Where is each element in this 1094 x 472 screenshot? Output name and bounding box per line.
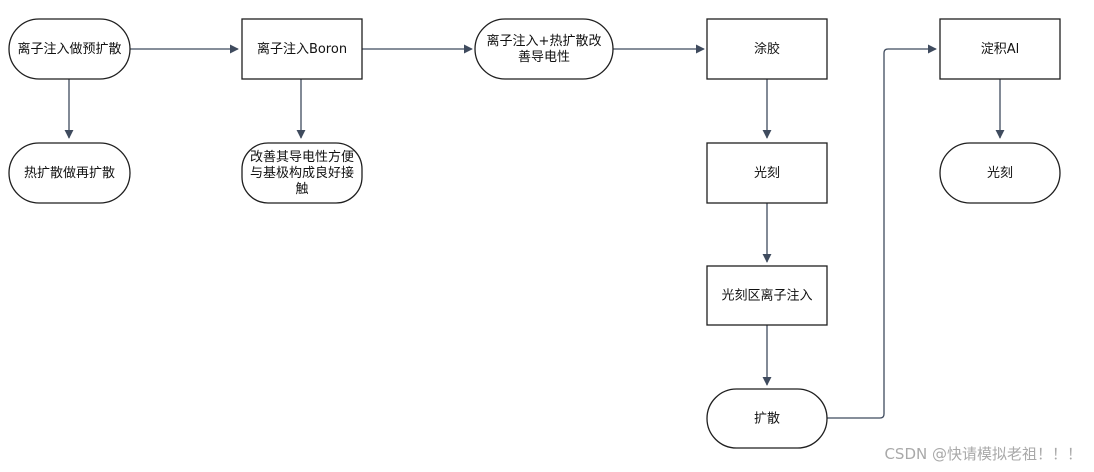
node-label: 淀积Al	[981, 42, 1020, 57]
node-label: 离子注入+热扩散改善导电性	[487, 33, 602, 65]
node-label-line: 涂胶	[754, 41, 780, 57]
node-label-line: 离子注入+热扩散改	[487, 33, 602, 49]
node-label: 扩散	[754, 411, 780, 426]
node-label-line: 改善其导电性方便	[250, 149, 354, 165]
node-ion-implant-boron: 离子注入Boron	[241, 18, 363, 80]
node-shape	[706, 265, 828, 326]
node-deposit-al: 淀积Al	[939, 18, 1061, 80]
node-shape	[706, 388, 828, 449]
node-shape	[8, 18, 131, 80]
node-label: 离子注入做预扩散	[17, 41, 121, 57]
node-diffusion: 扩散	[706, 388, 828, 449]
node-improve-conductivity-contact: 改善其导电性方便与基极构成良好接触	[241, 142, 363, 204]
node-shape	[706, 18, 828, 80]
node-lithography: 光刻	[706, 142, 828, 204]
node-label: 热扩散做再扩散	[24, 166, 115, 181]
node-label-line: 扩散	[754, 411, 780, 426]
node-label: 离子注入Boron	[257, 41, 347, 57]
node-label-line: 热扩散做再扩散	[24, 166, 115, 181]
node-shape	[939, 142, 1061, 204]
node-label-line: 光刻	[987, 166, 1013, 181]
node-label: 光刻区离子注入	[721, 287, 812, 303]
node-implant-plus-diffusion: 离子注入+热扩散改善导电性	[474, 18, 614, 80]
node-label-line: 淀积Al	[981, 42, 1020, 57]
watermark-text: CSDN @快请模拟老祖！！！	[884, 445, 1082, 463]
node-thermal-rediffusion: 热扩散做再扩散	[8, 142, 131, 204]
node-label: 光刻	[987, 166, 1013, 181]
node-label-line: 离子注入Boron	[257, 41, 347, 57]
node-photoresist-coating: 涂胶	[706, 18, 828, 80]
node-shape	[241, 18, 363, 80]
node-shape	[706, 142, 828, 204]
edges	[64, 44, 1005, 419]
node-litho-area-ion-implant: 光刻区离子注入	[706, 265, 828, 326]
node-ion-implant-prediffusion: 离子注入做预扩散	[8, 18, 131, 80]
node-shape	[474, 18, 614, 80]
node-label-line: 光刻	[754, 166, 780, 181]
node-shape	[939, 18, 1061, 80]
node-shape	[8, 142, 131, 204]
node-shape	[241, 142, 363, 204]
edge-n9-n10	[827, 44, 937, 419]
node-lithography-final: 光刻	[939, 142, 1061, 204]
node-label-line: 善导电性	[518, 49, 570, 65]
node-label: 光刻	[754, 166, 780, 181]
node-label-line: 光刻区离子注入	[721, 287, 812, 303]
node-label-line: 与基极构成良好接	[250, 165, 354, 181]
node-label-line: 触	[295, 182, 308, 197]
node-label: 涂胶	[754, 41, 780, 57]
node-label: 改善其导电性方便与基极构成良好接触	[250, 149, 354, 197]
node-label-line: 离子注入做预扩散	[17, 41, 121, 57]
